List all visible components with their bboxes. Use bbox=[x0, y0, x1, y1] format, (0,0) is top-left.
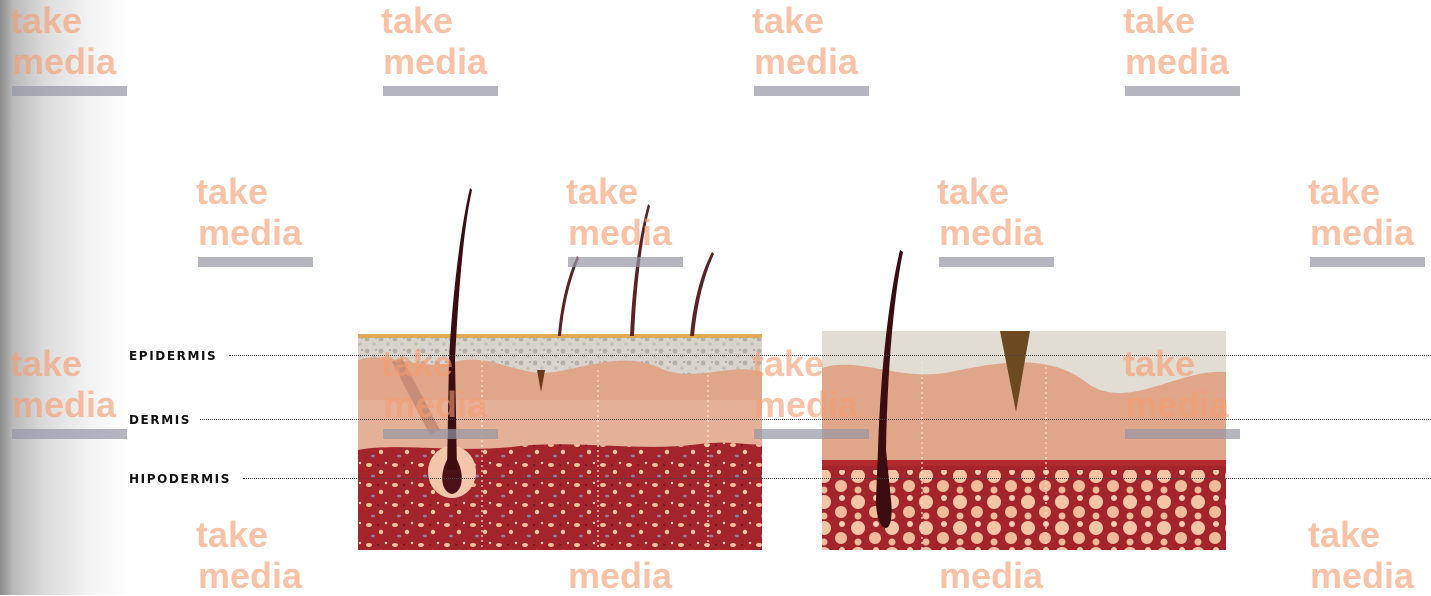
epidermis-leader-line bbox=[229, 355, 1431, 356]
dermis-leader-line bbox=[200, 419, 1431, 420]
label-epidermis: EPIDERMIS bbox=[129, 349, 217, 363]
hypodermis-leader-line bbox=[243, 478, 1431, 479]
skin-section-after-treatment bbox=[822, 250, 1226, 550]
label-dermis: DERMIS bbox=[129, 413, 191, 427]
skin-section-with-hair bbox=[358, 188, 762, 550]
hair-strand bbox=[630, 204, 650, 336]
hair-strand bbox=[558, 256, 579, 336]
label-hypodermis: HIPODERMIS bbox=[129, 472, 231, 486]
hair-strand bbox=[690, 252, 714, 336]
